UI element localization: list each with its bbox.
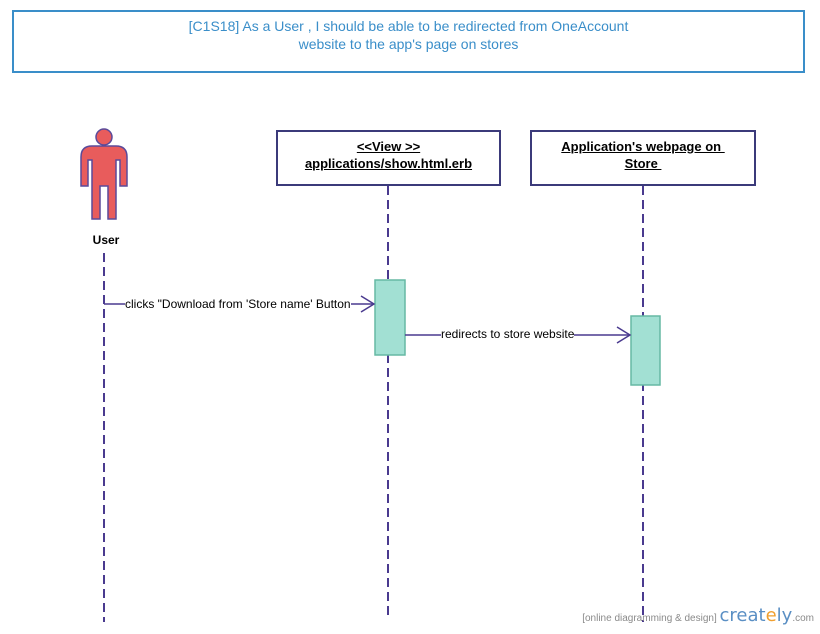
creately-watermark: [online diagramming & design] creately.c…: [582, 605, 814, 626]
message-label-1: clicks "Download from 'Store name' Butto…: [125, 297, 351, 311]
lifeline-header-view: <<View >> applications/show.html.erb: [276, 130, 501, 186]
store-activation-box: [630, 315, 661, 386]
brand-post: ly: [776, 605, 793, 626]
view-activation-box: [374, 279, 406, 356]
lifeline-view-line-1: <<View >>: [356, 139, 421, 154]
lifeline-store-line-2: Store: [624, 156, 662, 171]
lifeline-header-store: Application's webpage on Store: [530, 130, 756, 186]
creately-logo: creately: [720, 605, 793, 626]
brand-dot: e: [765, 605, 777, 626]
user-actor-icon: [80, 128, 128, 220]
title-line-1: [C1S18] As a User , I should be able to …: [188, 18, 629, 34]
message-label-2: redirects to store website: [441, 327, 575, 341]
brand-suffix: .com: [792, 613, 814, 624]
lifeline-view-line-2: applications/show.html.erb: [304, 156, 473, 171]
actor-label: User: [92, 233, 120, 247]
title-line-2: website to the app's page on stores: [298, 36, 519, 52]
diagram-title-box: [C1S18] As a User , I should be able to …: [12, 10, 805, 73]
brand-pre: creat: [719, 605, 766, 626]
lifeline-store-line-1: Application's webpage on: [561, 139, 725, 154]
watermark-tagline: [online diagramming & design]: [582, 613, 717, 624]
